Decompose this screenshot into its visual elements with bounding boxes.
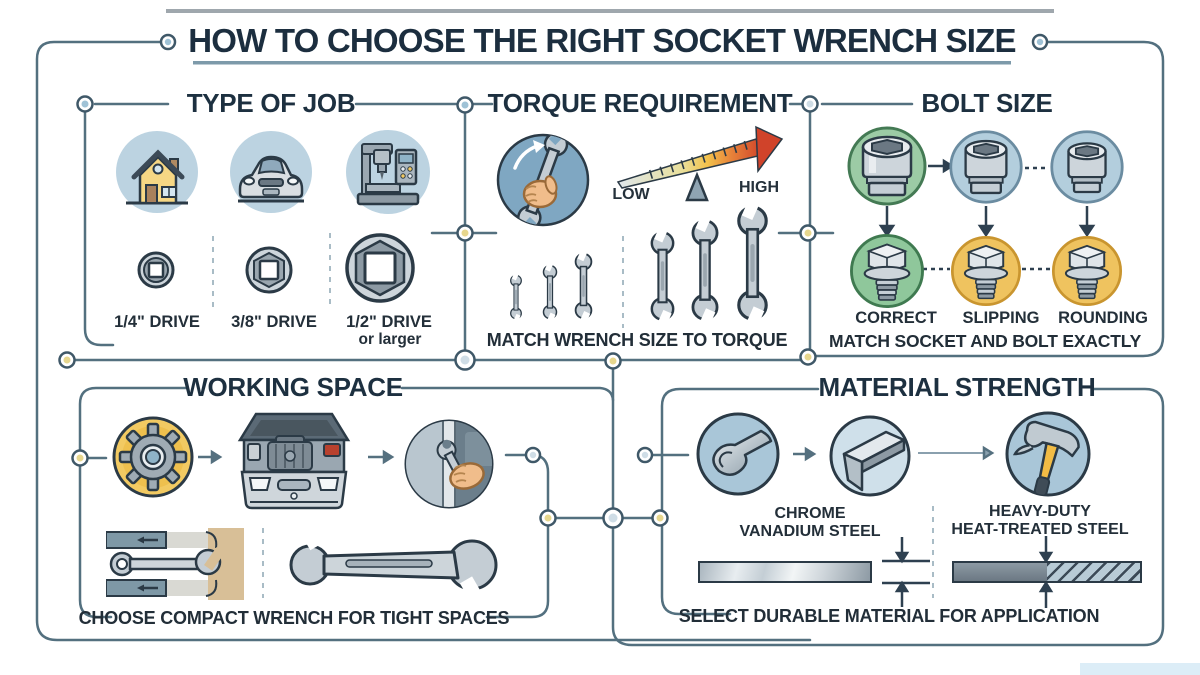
heat-treated-bar-hatched [1047,563,1140,581]
hand-tight-space-icon [404,419,494,509]
small-wrench-3-icon [574,252,593,320]
angle-steel-icon [829,415,911,497]
socket-quarter-drive-icon [137,251,175,289]
heading-type-of-job: TYPE OF JOB [186,88,356,118]
drill-press-icon [346,130,430,214]
large-wrench-3-icon [737,204,768,322]
chrome-vanadium-bar [698,561,872,583]
bolt-size-caption: MATCH SOCKET AND BOLT EXACTLY [828,331,1142,351]
title-underline [193,61,1011,65]
socket-half-drive-icon [345,233,415,303]
small-wrench-2-icon [542,264,558,320]
material-left-label-line2: VANADIUM STEEL [739,523,881,540]
gauge-high-label: HIGH [739,179,779,196]
heading-working-space: WORKING SPACE [183,372,403,402]
drive-label-quarter: 1/4" DRIVE [114,313,200,331]
top-artifact-line [166,9,1054,13]
gear-icon [112,416,194,498]
working-space-caption: CHOOSE COMPACT WRENCH FOR TIGHT SPACES [78,608,510,628]
bolt-outcome-correct: CORRECT [855,309,937,327]
dashed-dividers [212,233,934,598]
socket-correct-icon [847,126,927,206]
material-left-label-line1: CHROME [774,505,846,522]
heading-torque-requirement: TORQUE REQUIREMENT [487,88,793,118]
torque-gauge-icon [616,125,784,202]
heading-bolt-size: BOLT SIZE [921,88,1053,118]
connector-nodes [58,33,1049,529]
socket-mid-icon [949,130,1023,204]
material-right-label-line2: HEAT-TREATED STEEL [951,521,1129,538]
drive-label-three-eighths: 3/8" DRIVE [231,313,317,331]
bolt-outcome-rounding: ROUNDING [1058,309,1148,327]
socket-small-icon [1050,130,1124,204]
torque-caption: MATCH WRENCH SIZE TO TORQUE [486,330,788,350]
large-open-end-wrench-icon [289,532,498,598]
heading-material-strength: MATERIAL STRENGTH [818,372,1096,402]
bolt-outcome-slipping: SLIPPING [962,309,1040,327]
bottom-corner-bar [1080,663,1200,675]
compact-wrench-tight-icon [106,528,244,600]
bolt-size-arrows [878,158,1096,271]
working-space-arrows [198,449,395,465]
bolt-correct-icon [850,234,924,308]
material-caption: SELECT DURABLE MATERIAL FOR APPLICATION [678,606,1100,626]
bolt-rounding-icon [1051,235,1123,307]
material-right-label-line1: HEAVY-DUTY [989,503,1091,520]
material-arrows [793,445,995,462]
heat-treated-bar [952,561,1142,583]
large-wrench-2-icon [691,218,719,322]
rolled-steel-icon [696,412,780,496]
hammer-icon [1005,411,1091,497]
engine-bay-icon [237,412,351,510]
hand-torque-wrench-icon [496,133,590,227]
socket-three-eighths-drive-icon [245,246,293,294]
house-icon [116,131,198,213]
small-wrench-1-icon [510,274,522,320]
drive-label-half: 1/2" DRIVE [346,313,432,331]
gauge-low-label: LOW [612,186,650,203]
car-icon [230,131,312,213]
page-title: HOW TO CHOOSE THE RIGHT SOCKET WRENCH SI… [188,22,1016,59]
large-wrench-1-icon [650,230,675,322]
bolt-slipping-icon [950,235,1022,307]
heat-treated-bar-solid [954,563,1047,581]
drive-label-half-sub: or larger [358,331,422,348]
thickness-indicators [882,536,1054,608]
